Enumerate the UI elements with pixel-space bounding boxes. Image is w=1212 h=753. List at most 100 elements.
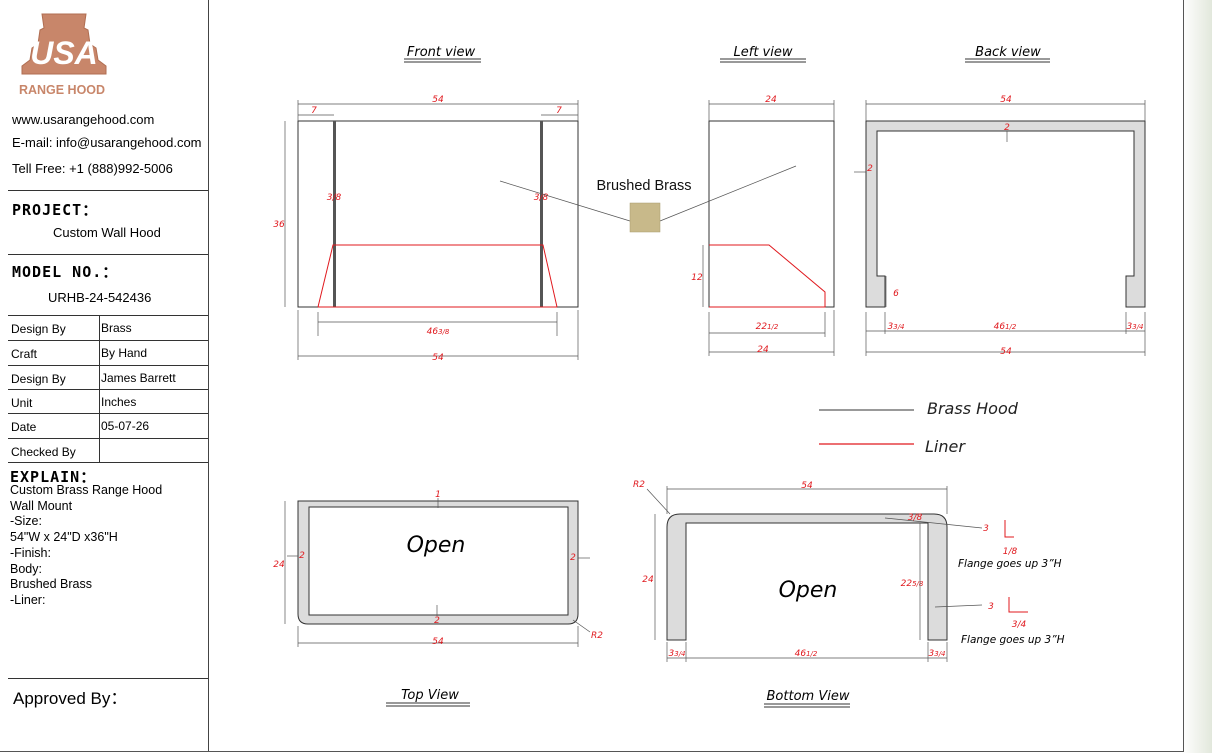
spec-value: James Barrett: [101, 371, 176, 385]
svg-text:Left view: Left view: [734, 45, 793, 60]
dim-label: 36: [273, 220, 285, 230]
spec-row-craft: Craft By Hand: [8, 340, 208, 365]
dim-label: 54: [801, 481, 813, 491]
dim-label: 2: [299, 551, 305, 561]
material-callout: Brushed Brass: [499, 165, 797, 233]
open-label: Open: [779, 578, 838, 603]
svg-text:461/2: 461/2: [795, 649, 818, 659]
divider: [8, 190, 208, 191]
project-value: Custom Wall Hood: [53, 225, 161, 240]
dim-label: 3: [669, 649, 675, 659]
svg-text:33/4: 33/4: [669, 649, 686, 659]
project-label: PROJECT：: [12, 201, 99, 219]
dim-label: 54: [432, 95, 444, 105]
dim-label: 2: [1004, 123, 1010, 133]
svg-text:221/2: 221/2: [756, 322, 779, 332]
row-separator: [99, 316, 100, 340]
dim-label: 2: [570, 553, 576, 563]
spec-row-unit: Unit Inches: [8, 389, 208, 414]
logo-text: USA: [30, 35, 98, 71]
spec-value: Inches: [101, 395, 137, 409]
top-view: Open 1 2 2 2 24 54 R2: [273, 490, 603, 647]
back-view-title: Back view: [965, 45, 1050, 63]
spec-row-checked: Checked By: [8, 438, 208, 463]
dim-label: 7: [311, 106, 317, 116]
dim-label: R2: [591, 631, 603, 641]
spec-key: Date: [11, 420, 37, 434]
explain-line: Wall Mount: [10, 498, 73, 513]
dim-label: 54: [432, 637, 444, 647]
model-value: URHB-24-542436: [48, 290, 152, 305]
front-view: 54 7 7 36 3/8 3/8 463/8 54: [273, 95, 579, 363]
spec-row-designer: Design By James Barrett: [8, 365, 208, 390]
row-separator: [99, 390, 100, 414]
dim-label: 24: [757, 345, 769, 355]
explain-text: Custom Brass Range Hood Wall Mount -Size…: [10, 483, 162, 609]
svg-text:3/8: 3/8: [534, 193, 549, 203]
divider: [8, 678, 208, 679]
row-separator: [99, 439, 100, 463]
spec-key: Unit: [11, 396, 33, 410]
svg-text:Bottom View: Bottom View: [767, 689, 850, 704]
spec-key: Design By: [11, 322, 66, 336]
svg-text:225/8: 225/8: [901, 579, 924, 589]
dim-label: R2: [633, 480, 645, 490]
spec-key: Craft: [11, 347, 38, 361]
website-text: www.usarangehood.com: [12, 112, 155, 127]
explain-line: Custom Brass Range Hood: [10, 483, 163, 497]
dim-label: 2: [867, 164, 873, 174]
svg-text:461/2: 461/2: [994, 322, 1017, 332]
logo-icon: USA RANGE HOOD: [19, 13, 107, 97]
back-view: 54 2 2 6 33/4 461/2 33/4 54: [854, 95, 1146, 357]
dim-label: 7: [556, 106, 562, 116]
dim-label: 24: [273, 560, 285, 570]
spec-value: By Hand: [101, 346, 148, 360]
left-view: 24 12 221/2 24: [691, 95, 835, 356]
spec-value: 05-07-26: [101, 419, 150, 433]
legend: Brass Hood Liner: [819, 399, 1019, 456]
explain-label: EXPLAIN：: [10, 468, 97, 486]
dim-label: 46: [994, 322, 1006, 332]
dim-label: 22: [901, 579, 913, 589]
svg-text:33/4: 33/4: [1127, 322, 1144, 332]
row-separator: [99, 414, 100, 438]
svg-text:Front view: Front view: [407, 45, 476, 60]
dim-label: 24: [765, 95, 777, 105]
brass-swatch: [629, 202, 661, 233]
svg-text:463/8: 463/8: [427, 327, 450, 337]
dim-label: 3: [1127, 322, 1133, 332]
spec-value: Brass: [101, 321, 132, 335]
left-view-title: Left view: [720, 45, 806, 63]
dim-label: 46: [427, 327, 439, 337]
dim-label: 6: [893, 289, 899, 299]
svg-text:1/8: 1/8: [1003, 547, 1018, 557]
explain-line: Body:: [10, 561, 42, 576]
approved-by-label: Approved By：: [13, 689, 128, 708]
explain-line: Brushed Brass: [10, 577, 92, 592]
dim-label: 54: [432, 353, 444, 363]
row-separator: [99, 341, 100, 365]
spec-row-date: Date 05-07-26: [8, 413, 208, 438]
model-label: MODEL NO.：: [12, 263, 119, 281]
dim-label: 46: [795, 649, 807, 659]
title-block: USA RANGE HOOD www.usarangehood.com E-ma…: [0, 0, 209, 751]
explain-line: -Finish:: [10, 545, 51, 560]
logo-subtitle: RANGE HOOD: [19, 83, 105, 97]
legend-liner-label: Liner: [925, 437, 966, 456]
svg-text:Top View: Top View: [401, 688, 459, 703]
legend-hood-label: Brass Hood: [927, 399, 1019, 418]
material-label: Brushed Brass: [596, 178, 691, 194]
phone-text: Tell Free: +1 (888)992-5006: [12, 161, 173, 176]
dim-label: 1: [435, 490, 441, 500]
dim-label: 54: [1000, 347, 1012, 357]
top-view-title: Top View: [386, 688, 470, 707]
background-strip: [1182, 0, 1212, 753]
front-view-title: Front view: [404, 45, 481, 63]
svg-text:33/4: 33/4: [929, 649, 946, 659]
dim-label: 54: [1000, 95, 1012, 105]
explain-line: -Liner:: [10, 592, 46, 607]
svg-text:3/4: 3/4: [1012, 620, 1027, 630]
brand-logo: USA RANGE HOOD: [14, 8, 114, 98]
svg-text:3/8: 3/8: [327, 193, 342, 203]
